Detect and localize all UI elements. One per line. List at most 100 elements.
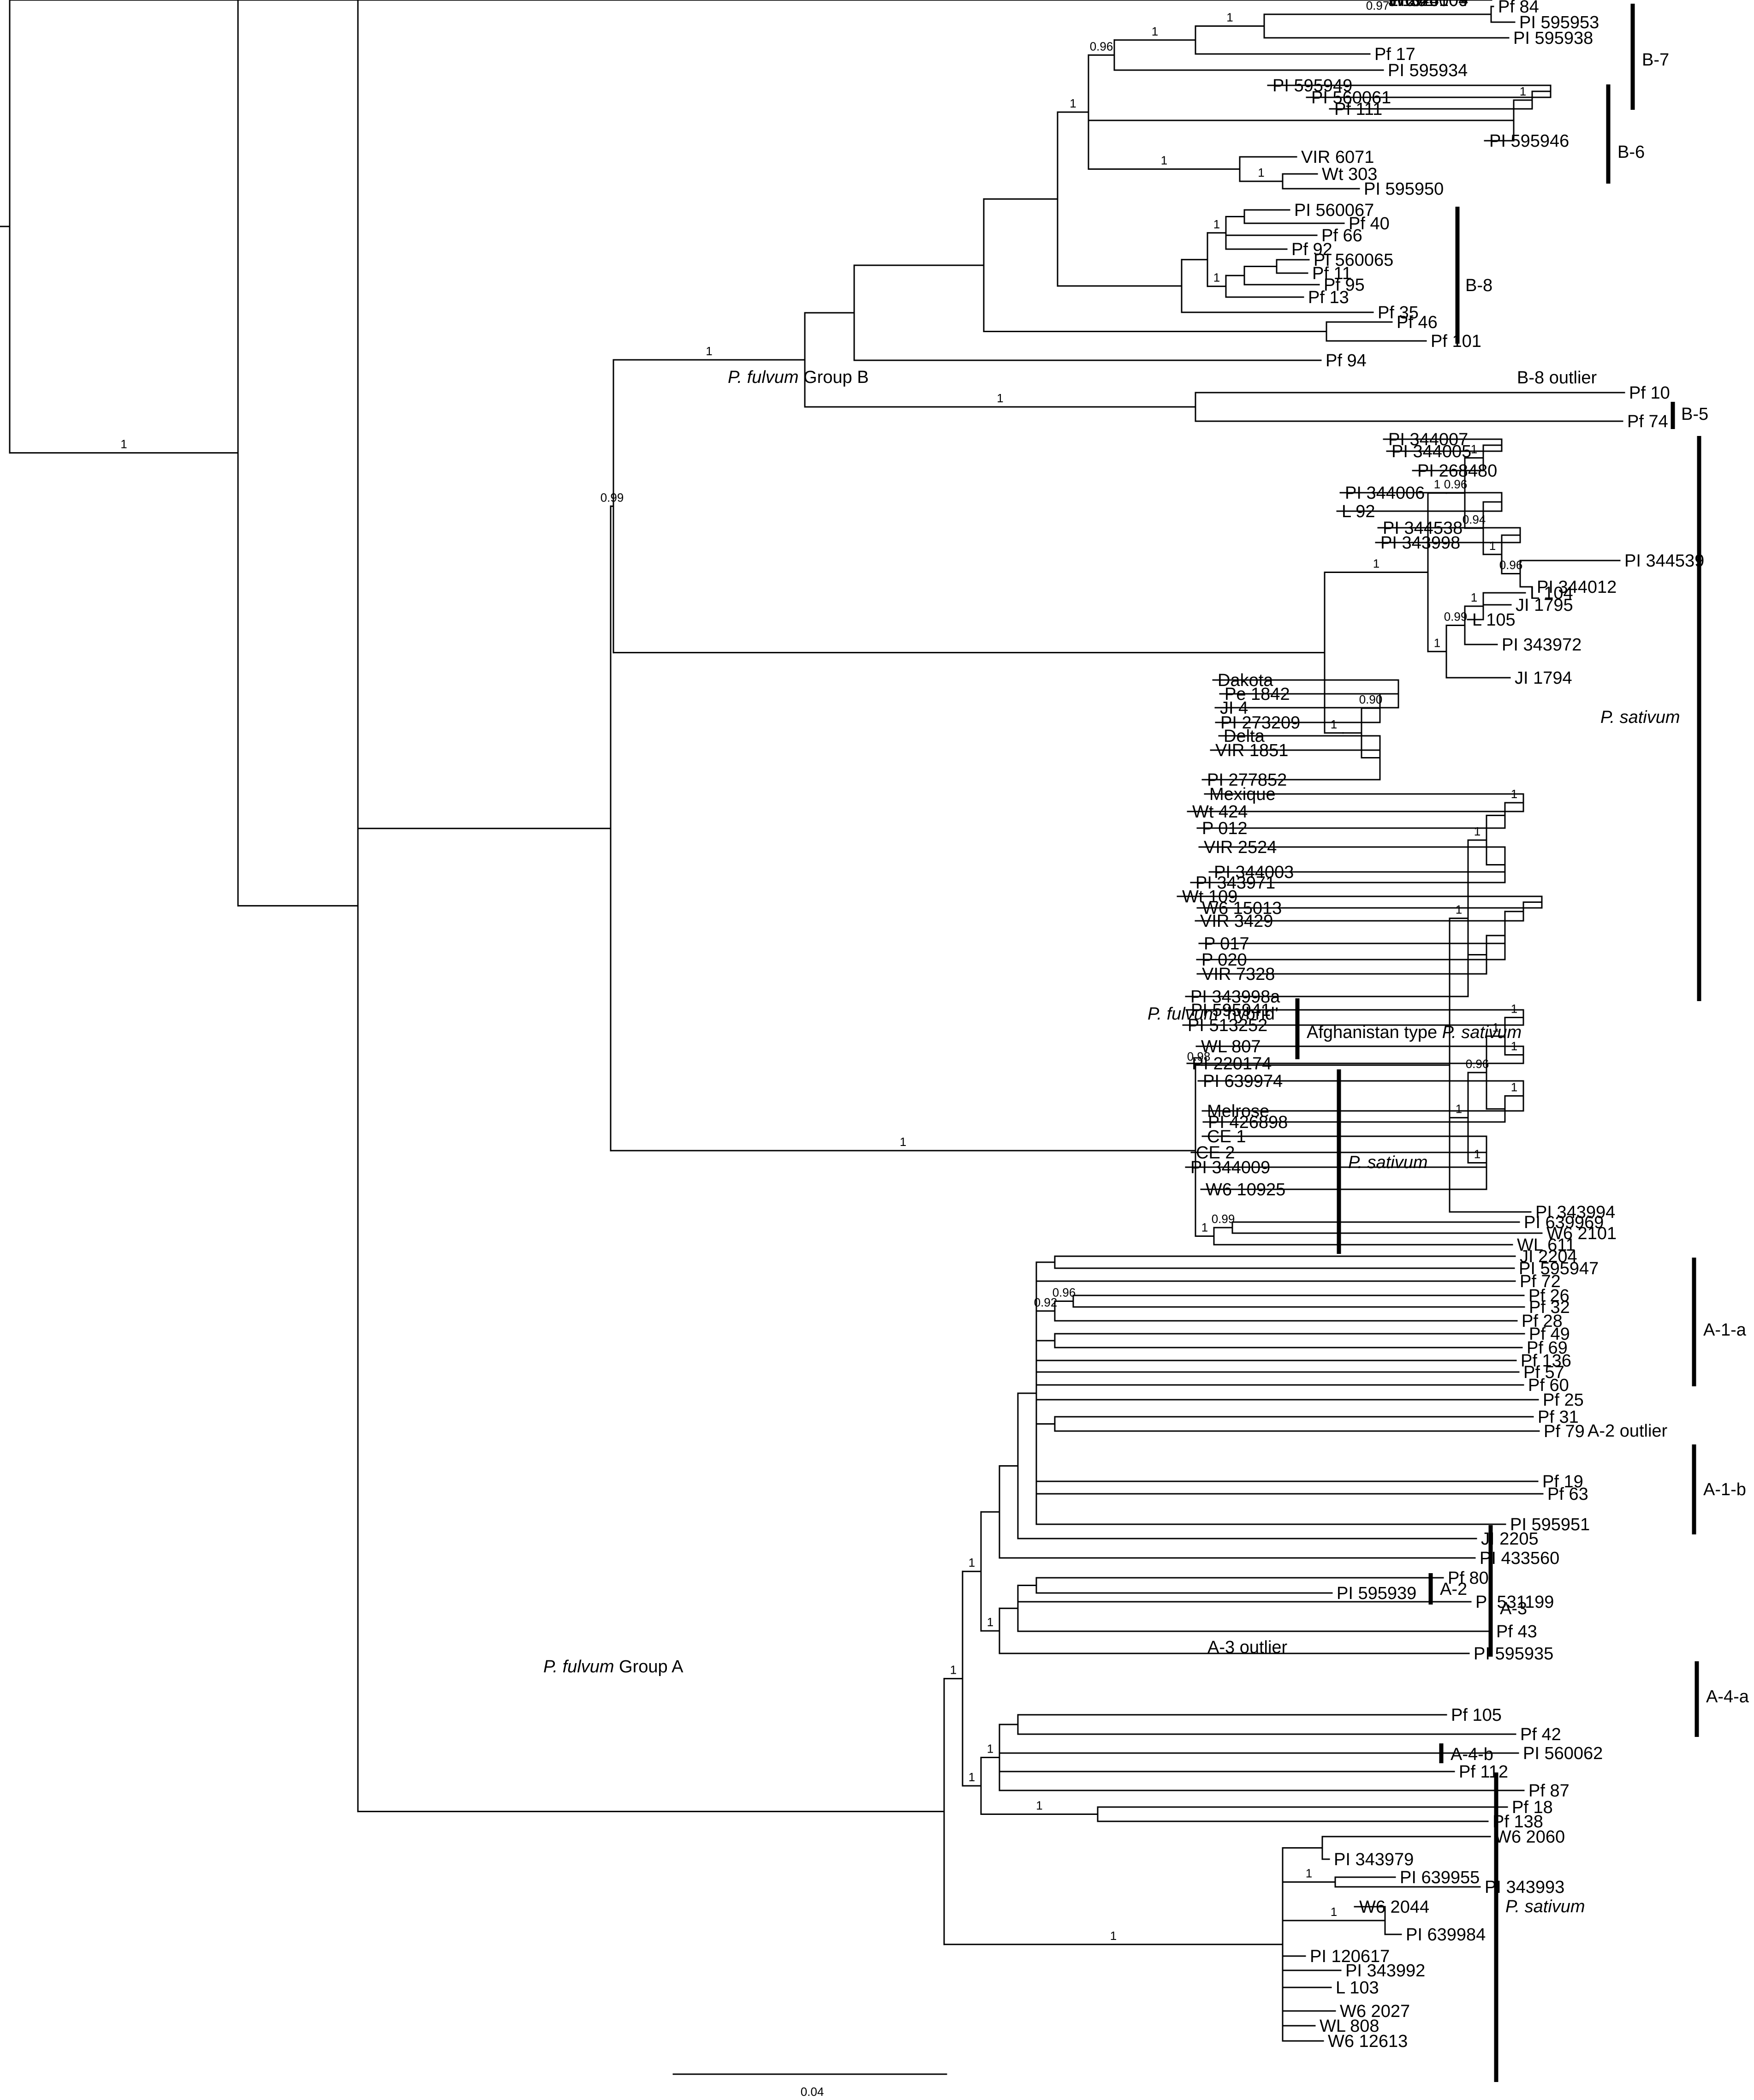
leaf-label: Delta bbox=[1224, 727, 1265, 746]
support-value: 1 bbox=[1161, 154, 1167, 167]
leaf-label: Pf 40 bbox=[1349, 214, 1390, 233]
leaf-label: PI 639974 bbox=[1203, 1072, 1283, 1091]
support-value: 1 bbox=[1306, 1867, 1312, 1880]
leaf-label: PI 220174 bbox=[1192, 1054, 1272, 1074]
clade-label: A-2 outlier bbox=[1588, 1421, 1668, 1441]
leaf-label: WL 807 bbox=[1201, 1037, 1261, 1056]
leaf-label: PI 344003 bbox=[1214, 863, 1294, 882]
group-label-a: P. fulvum Group A bbox=[543, 1657, 684, 1676]
leaf-label: PI 639984 bbox=[1406, 1925, 1486, 1945]
leaf-label: Pf 111 bbox=[1334, 100, 1382, 119]
leaf-label: Pe 1842 bbox=[1225, 685, 1290, 704]
support-value: 1 bbox=[900, 1135, 906, 1149]
leaf-label: PI 344004 bbox=[1388, 0, 1468, 10]
support-value: 1 bbox=[1456, 1102, 1462, 1116]
leaf-label: PI 426898 bbox=[1208, 1113, 1288, 1132]
leaf-label: Pf 74 bbox=[1627, 412, 1668, 431]
leaf-label: Pf 25 bbox=[1543, 1390, 1584, 1410]
support-value: 1 bbox=[969, 1770, 975, 1784]
leaf-label: Pf 42 bbox=[1520, 1725, 1561, 1744]
leaf-label: CE 1 bbox=[1207, 1127, 1246, 1146]
leaf-label: Pf 138 bbox=[1492, 1812, 1543, 1832]
leaf-label: PI 595935 bbox=[1474, 1644, 1553, 1664]
support-value: 1 bbox=[997, 391, 1003, 405]
clade-label: A-4-a bbox=[1706, 1687, 1749, 1706]
leaf-label: PI 595947 bbox=[1519, 1259, 1599, 1278]
leaf-label: VIR 6071 bbox=[1301, 148, 1374, 167]
clade-label: P. sativum bbox=[1348, 1153, 1427, 1172]
leaf-label: PI 343994 bbox=[1535, 1203, 1615, 1222]
leaf-label: WL 611 bbox=[1517, 1235, 1576, 1255]
support-value: 1 bbox=[1152, 24, 1158, 38]
support-value: 1 bbox=[969, 1556, 975, 1569]
leaf-label: VIR 1851 bbox=[1215, 741, 1288, 760]
leaf-label: VIR 3429 bbox=[1200, 912, 1273, 931]
leaf-label: Pf 11 bbox=[1312, 264, 1352, 283]
leaf-label: JI 1795 bbox=[1516, 596, 1573, 615]
support-value: 0.96 bbox=[1499, 558, 1523, 572]
support-value: 1 bbox=[1492, 1020, 1499, 1034]
support-value: 0.96 bbox=[1052, 1286, 1076, 1300]
leaf-label: L 105 bbox=[1472, 610, 1516, 630]
leaf-label: PI 595934 bbox=[1388, 61, 1468, 80]
support-value: 0.96 bbox=[1444, 477, 1468, 491]
leaf-label: Pf 57 bbox=[1523, 1363, 1564, 1382]
leaf-label: PI 595949 bbox=[1272, 76, 1352, 95]
leaf-label: WL 808 bbox=[1320, 2016, 1379, 2036]
support-value: 1 bbox=[1213, 271, 1220, 285]
support-value: 1 bbox=[1201, 1221, 1208, 1235]
leaf-label: Pf 32 bbox=[1529, 1298, 1570, 1317]
leaf-label: PI 344012 bbox=[1537, 578, 1617, 597]
leaf-label: PI 560067 bbox=[1294, 201, 1374, 220]
leaf-label: PI 344005 bbox=[1391, 442, 1471, 461]
clade-label: A-2 bbox=[1440, 1580, 1467, 1599]
leaf-label: JI 4 bbox=[1220, 698, 1248, 718]
support-value: 1 bbox=[1520, 84, 1526, 98]
leaf-label: Wt 424 bbox=[1192, 802, 1248, 822]
leaf-label: PI 343992 bbox=[1345, 1961, 1425, 1981]
clade-label: P. fulvum ‘hybrid’ bbox=[1148, 1004, 1278, 1024]
support-value: 0.92 bbox=[1034, 1295, 1058, 1309]
leaf-label: PI 344538 bbox=[1383, 519, 1463, 538]
support-value: 0.90 bbox=[1359, 692, 1383, 706]
leaf-label: Pf 26 bbox=[1528, 1286, 1570, 1306]
leaf-label: Pf 69 bbox=[1527, 1338, 1568, 1358]
support-value: 1 bbox=[1226, 11, 1233, 24]
leaf-label: Wt 109 bbox=[1182, 887, 1237, 907]
leaf-label: Dakota bbox=[1218, 671, 1273, 690]
leaf-label: Pf 43 bbox=[1496, 1622, 1537, 1641]
leaf-label: Pf 136 bbox=[1521, 1351, 1571, 1371]
clade-label: A-4-b bbox=[1451, 1745, 1493, 1764]
leaf-label: Pf 10 bbox=[1629, 383, 1670, 403]
clade-label: A-1-a bbox=[1703, 1320, 1747, 1340]
support-value: 1 bbox=[1373, 556, 1379, 570]
leaf-label: PI 639969 bbox=[1524, 1213, 1604, 1232]
support-value: 1 bbox=[950, 1663, 957, 1677]
leaf-label: Pf 84 bbox=[1498, 0, 1539, 17]
leaf-label: VIR 2524 bbox=[1204, 838, 1277, 857]
leaf-label: Pf 80 bbox=[1448, 1569, 1489, 1588]
leaf-label: CE 2 bbox=[1196, 1143, 1235, 1163]
leaf-label: Pf 72 bbox=[1520, 1272, 1561, 1291]
clade-label: Afghanistan type P. sativum bbox=[1307, 1023, 1522, 1042]
leaf-label: P 017 bbox=[1204, 934, 1249, 954]
support-value: 0.94 bbox=[1463, 513, 1486, 526]
leaf-label: P 020 bbox=[1201, 950, 1247, 970]
support-value: 1 bbox=[120, 437, 127, 451]
leaf-label: PI 595939 bbox=[1337, 1584, 1416, 1603]
support-value: 1 bbox=[1511, 1002, 1517, 1016]
clade-label: A-1-b bbox=[1703, 1480, 1746, 1499]
leaf-label: PI 595941 bbox=[1191, 1001, 1271, 1020]
leaf-label: PI 273209 bbox=[1220, 713, 1300, 733]
clade-label: B-7 bbox=[1642, 50, 1669, 70]
leaf-label: Pf 94 bbox=[1326, 351, 1367, 370]
support-value: 1 bbox=[1070, 96, 1076, 110]
tree-branches bbox=[0, 0, 1625, 2042]
leaf-label: W6 12613 bbox=[1328, 2032, 1408, 2051]
leaf-label: Pf 46 bbox=[1397, 313, 1438, 332]
leaf-label: Pf 19 bbox=[1542, 1472, 1583, 1491]
leaf-label: JI 1794 bbox=[1515, 668, 1572, 688]
leaf-label: P 012 bbox=[1202, 819, 1248, 838]
leaf-label: W6 15013 bbox=[1202, 899, 1282, 918]
